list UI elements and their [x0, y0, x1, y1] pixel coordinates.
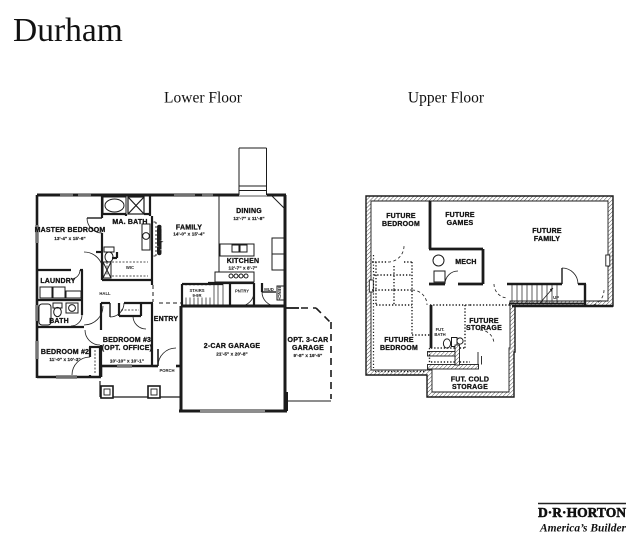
svg-text:BEDROOM #2: BEDROOM #2: [41, 349, 89, 356]
svg-text:MUD: MUD: [264, 287, 274, 292]
svg-text:14'-0" x 15'-4": 14'-0" x 15'-4": [173, 232, 205, 237]
svg-text:HALL: HALL: [99, 291, 111, 296]
svg-text:2-CAR GARAGE: 2-CAR GARAGE: [204, 343, 261, 350]
svg-text:GARAGE: GARAGE: [292, 345, 324, 352]
svg-text:STORAGE: STORAGE: [452, 384, 488, 391]
svg-text:STAIRS: STAIRS: [189, 288, 204, 293]
svg-text:Durham: Durham: [13, 12, 123, 49]
svg-text:Lower Floor: Lower Floor: [164, 90, 243, 107]
svg-text:9'-8" x 19'-5": 9'-8" x 19'-5": [294, 353, 323, 358]
svg-text:MASTER BEDROOM: MASTER BEDROOM: [35, 227, 106, 234]
svg-text:OPT. A/V RECESS: OPT. A/V RECESS: [158, 225, 162, 254]
svg-text:12'-7" x 11'-8": 12'-7" x 11'-8": [233, 216, 264, 221]
svg-text:FUTURE: FUTURE: [445, 212, 475, 219]
svg-text:21'-5" x 20'-8": 21'-5" x 20'-8": [216, 352, 248, 357]
svg-text:BEDROOM: BEDROOM: [382, 221, 420, 228]
svg-text:BENCH: BENCH: [277, 286, 282, 301]
svg-text:FAMILY: FAMILY: [534, 236, 560, 243]
svg-text:KITCHEN: KITCHEN: [227, 258, 260, 265]
svg-text:DINING: DINING: [236, 208, 262, 215]
svg-text:PNTRY: PNTRY: [235, 289, 249, 294]
svg-text:FUT.: FUT.: [436, 327, 445, 332]
svg-text:11'-0" x 10'-3": 11'-0" x 10'-3": [49, 357, 80, 362]
svg-text:BEDROOM: BEDROOM: [380, 345, 418, 352]
svg-text:BEDROOM #3: BEDROOM #3: [103, 337, 151, 344]
svg-text:LAUNDRY: LAUNDRY: [40, 278, 75, 285]
svg-text:D·R·HORTON: D·R·HORTON: [538, 506, 626, 521]
svg-text:OPT. 3-CAR: OPT. 3-CAR: [288, 337, 329, 344]
svg-text:13'-4" x 15'-6": 13'-4" x 15'-6": [54, 236, 86, 241]
svg-text:12'-7" x 8'-7": 12'-7" x 8'-7": [229, 266, 258, 271]
svg-text:FUT. COLD: FUT. COLD: [451, 377, 489, 384]
svg-text:10'-10" x 10'-1": 10'-10" x 10'-1": [110, 359, 144, 364]
svg-text:9-9R: 9-9R: [192, 293, 201, 298]
svg-text:BATH: BATH: [434, 332, 445, 337]
svg-text:STORAGE: STORAGE: [466, 325, 502, 332]
svg-text:WIC: WIC: [126, 265, 134, 270]
svg-text:ENTRY: ENTRY: [154, 316, 179, 323]
svg-text:FAMILY: FAMILY: [176, 225, 202, 232]
svg-text:Upper Floor: Upper Floor: [408, 90, 485, 107]
svg-text:GAMES: GAMES: [447, 220, 474, 227]
svg-text:MA. BATH: MA. BATH: [112, 219, 147, 226]
svg-text:FUTURE: FUTURE: [532, 228, 562, 235]
svg-text:FUTURE: FUTURE: [384, 337, 414, 344]
svg-text:FUTURE: FUTURE: [386, 213, 416, 220]
svg-text:UP: UP: [553, 295, 559, 300]
svg-text:America’s Builder: America’s Builder: [539, 523, 627, 535]
svg-text:(OPT. OFFICE): (OPT. OFFICE): [102, 345, 152, 352]
svg-text:FUTURE: FUTURE: [469, 318, 499, 325]
svg-text:MECH: MECH: [455, 259, 476, 266]
svg-text:BATH: BATH: [49, 318, 69, 325]
svg-text:PORCH: PORCH: [159, 368, 174, 373]
